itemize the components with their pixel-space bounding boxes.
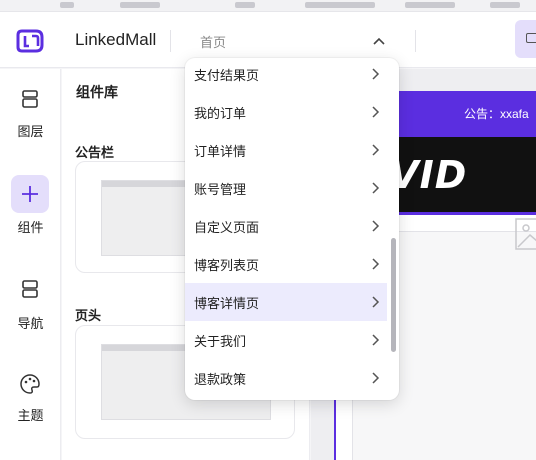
page-select-value[interactable]: 首页 bbox=[200, 35, 227, 50]
brand-name: LinkedMall bbox=[75, 30, 157, 49]
dropdown-item-label: 关于我们 bbox=[194, 334, 247, 349]
section-label: 公告栏 bbox=[75, 145, 115, 160]
dropdown-scrollbar[interactable] bbox=[391, 238, 396, 352]
bookmark-fragment[interactable] bbox=[235, 2, 255, 8]
device-preview-button[interactable] bbox=[515, 20, 536, 58]
dropdown-item-selected[interactable]: 博客详情页 bbox=[185, 283, 387, 321]
chevron-up-icon[interactable] bbox=[372, 36, 386, 46]
dropdown-item[interactable]: 退款政策 bbox=[185, 359, 387, 397]
layers-icon bbox=[22, 90, 38, 108]
header-divider bbox=[170, 30, 171, 52]
bookmark-fragment[interactable] bbox=[305, 2, 375, 8]
bookmark-fragment[interactable] bbox=[60, 2, 74, 8]
dropdown-item[interactable]: 账号管理 bbox=[185, 169, 387, 207]
banner-accent-line bbox=[336, 212, 536, 215]
page-dropdown-menu: 支付结果页 我的订单 订单详情 账号管理 自定义页面 博客列表页 博客详情页 关… bbox=[185, 58, 399, 400]
dropdown-item-label: 退款政策 bbox=[194, 372, 247, 387]
palette-icon bbox=[20, 374, 40, 394]
dropdown-item-label: 博客详情页 bbox=[194, 296, 260, 311]
bookmark-fragment[interactable] bbox=[405, 2, 455, 8]
chevron-right-icon bbox=[372, 144, 380, 156]
monitor-icon bbox=[526, 33, 536, 43]
rail-label: 组件 bbox=[17, 220, 44, 235]
rail-item-components[interactable]: 组件 bbox=[0, 175, 61, 235]
dropdown-item[interactable]: 我的订单 bbox=[185, 93, 387, 131]
left-rail: 图层 组件 导航 主题 bbox=[0, 69, 61, 460]
dropdown-item-label: 自定义页面 bbox=[194, 220, 260, 235]
linkedmall-logo-icon bbox=[16, 29, 44, 53]
bookmark-fragment[interactable] bbox=[490, 2, 520, 8]
chevron-right-icon bbox=[372, 106, 380, 118]
rail-label: 主题 bbox=[17, 408, 44, 423]
dropdown-item-label: 账号管理 bbox=[194, 182, 247, 197]
rail-item-navigation[interactable]: 导航 bbox=[0, 273, 61, 333]
navigation-icon bbox=[22, 280, 38, 298]
section-label: 页头 bbox=[75, 308, 102, 323]
chevron-right-icon bbox=[372, 258, 380, 270]
rail-item-layers[interactable]: 图层 bbox=[0, 83, 61, 143]
image-icon bbox=[515, 218, 536, 250]
dropdown-item[interactable]: 支付结果页 bbox=[185, 58, 387, 93]
chevron-right-icon bbox=[372, 182, 380, 194]
dropdown-item[interactable]: 关于我们 bbox=[185, 321, 387, 359]
dropdown-item-label: 支付结果页 bbox=[194, 68, 260, 83]
chevron-right-icon bbox=[372, 296, 380, 308]
dropdown-item[interactable]: 自定义页面 bbox=[185, 207, 387, 245]
dropdown-item-label: 我的订单 bbox=[194, 106, 247, 121]
browser-bookmarks-bar bbox=[0, 0, 536, 12]
header-divider bbox=[415, 30, 416, 52]
dropdown-item-label: 博客列表页 bbox=[194, 258, 260, 273]
chevron-right-icon bbox=[372, 220, 380, 232]
chevron-right-icon bbox=[372, 334, 380, 346]
rail-item-theme[interactable]: 主题 bbox=[0, 365, 61, 425]
chevron-right-icon bbox=[372, 68, 380, 80]
chevron-right-icon bbox=[372, 372, 380, 384]
bookmark-fragment[interactable] bbox=[120, 2, 160, 8]
plus-icon bbox=[11, 175, 49, 213]
dropdown-item-label: 订单详情 bbox=[194, 144, 247, 159]
rail-label: 导航 bbox=[17, 316, 44, 331]
dropdown-item[interactable]: 博客列表页 bbox=[185, 245, 387, 283]
panel-title: 组件库 bbox=[76, 84, 118, 100]
rail-label: 图层 bbox=[17, 124, 44, 139]
dropdown-item[interactable]: 订单详情 bbox=[185, 131, 387, 169]
